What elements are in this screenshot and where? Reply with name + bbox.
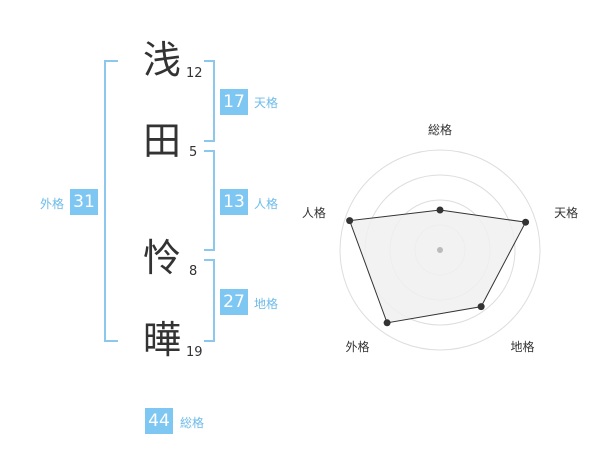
name-char-4: 曄 <box>142 318 181 362</box>
gaikaku-label: 外格 <box>40 197 65 211</box>
chikaku-value: 27 <box>220 289 248 315</box>
jinkaku-value: 13 <box>220 189 248 215</box>
tenkaku-label: 天格 <box>254 96 279 110</box>
stroke-count-3: 8 <box>189 264 198 279</box>
radar-series-polygon <box>348 209 527 324</box>
radar-axis-label-4: 外格 <box>345 339 369 354</box>
radar-center <box>437 247 443 253</box>
chikaku-bracket <box>204 259 215 342</box>
tenkaku-bracket <box>204 60 215 142</box>
radar-point-4 <box>383 319 391 327</box>
radar-point-2 <box>522 218 530 226</box>
radar-point-5 <box>346 217 354 225</box>
stroke-count-4: 19 <box>186 345 203 360</box>
radar-axis-label-3: 地格 <box>511 339 535 354</box>
soukaku-value: 44 <box>145 408 173 434</box>
stroke-count-2: 5 <box>189 145 198 160</box>
gaikaku-value: 31 <box>70 189 98 215</box>
gaikaku-bracket <box>104 60 118 342</box>
radar-axis-label-2: 天格 <box>554 205 578 220</box>
jinkaku-bracket <box>204 150 215 251</box>
chikaku-label: 地格 <box>254 297 279 311</box>
radar-ring <box>339 149 541 351</box>
name-char-3: 怜 <box>142 236 181 280</box>
name-char-2: 田 <box>142 119 181 163</box>
radar-axis-label-5: 人格 <box>302 205 326 220</box>
jinkaku-label: 人格 <box>254 197 279 211</box>
stroke-count-1: 12 <box>186 66 203 81</box>
radar-point-3 <box>477 303 485 311</box>
radar-point-1 <box>436 206 444 214</box>
name-char-1: 浅 <box>142 38 181 82</box>
tenkaku-value: 17 <box>220 89 248 115</box>
soukaku-label: 総格 <box>180 416 205 430</box>
radar-axis-label-1: 総格 <box>428 122 452 137</box>
